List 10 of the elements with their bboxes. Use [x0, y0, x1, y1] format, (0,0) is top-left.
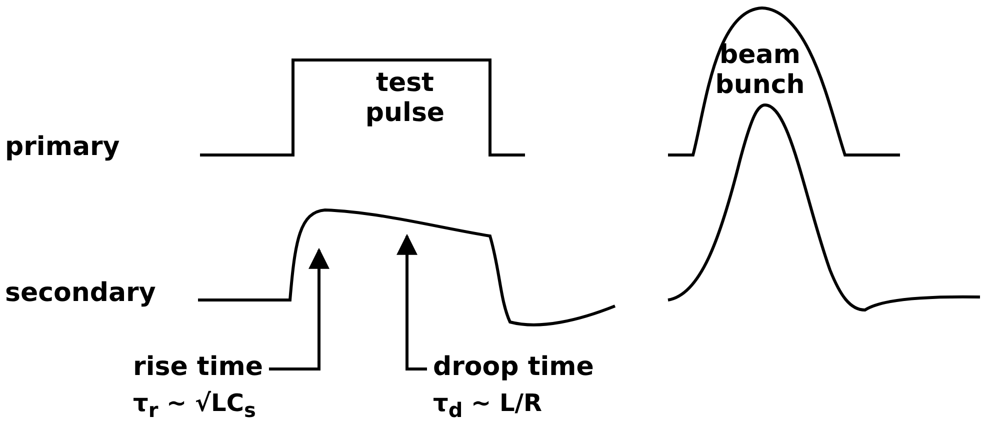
row-label: secondary [5, 278, 156, 308]
annotation-label: rise time [133, 352, 263, 382]
leader-line [268, 248, 330, 370]
formula: τ$_{r}$ ~ √LC$_{s}$ [133, 390, 256, 423]
formula: τ$_{d}$ ~ L/R [433, 390, 542, 423]
bunch-label: beam bunch [714, 40, 806, 100]
leader-line [396, 234, 427, 370]
annotation-label: droop time [433, 352, 594, 382]
row-label: primary [5, 132, 120, 162]
pulse-label: test pulse [364, 68, 446, 128]
